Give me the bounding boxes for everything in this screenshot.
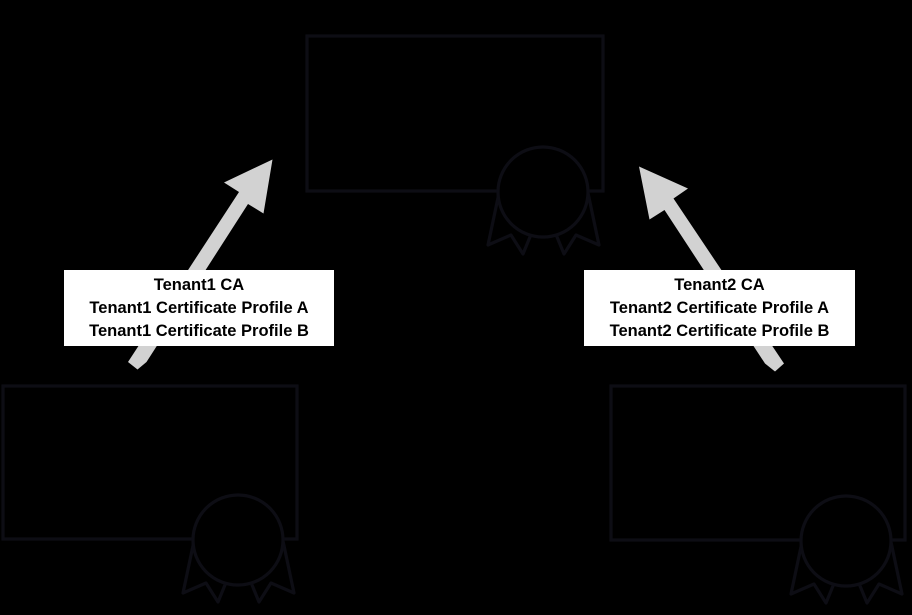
tenant2-label-box[interactable]: Tenant2 CA Tenant2 Certificate Profile A… [584, 270, 855, 346]
certificate-rect-tenant2 [609, 384, 907, 542]
certificate-seal-tenant1 [191, 493, 285, 587]
tenant1-label-line-2: Tenant1 Certificate Profile A [89, 299, 309, 317]
certificate-seal-root [496, 145, 590, 239]
certificate-rect-tenant1 [1, 384, 299, 541]
tenant1-label-box[interactable]: Tenant1 CA Tenant1 Certificate Profile A… [64, 270, 334, 346]
tenant1-label-line-3: Tenant1 Certificate Profile B [89, 322, 309, 340]
tenant2-label-line-2: Tenant2 Certificate Profile A [609, 299, 830, 317]
certificate-icon-tenant2 [609, 384, 907, 605]
certificate-rect-root [305, 34, 605, 193]
tenant2-label-line-3: Tenant2 Certificate Profile B [609, 322, 830, 340]
tenant2-label-line-1: Tenant2 CA [674, 276, 765, 294]
certificate-icon-tenant1 [1, 384, 299, 604]
certificate-icon-root [305, 34, 605, 256]
tenant1-label-line-1: Tenant1 CA [153, 276, 245, 294]
certificate-seal-tenant2 [799, 494, 893, 588]
